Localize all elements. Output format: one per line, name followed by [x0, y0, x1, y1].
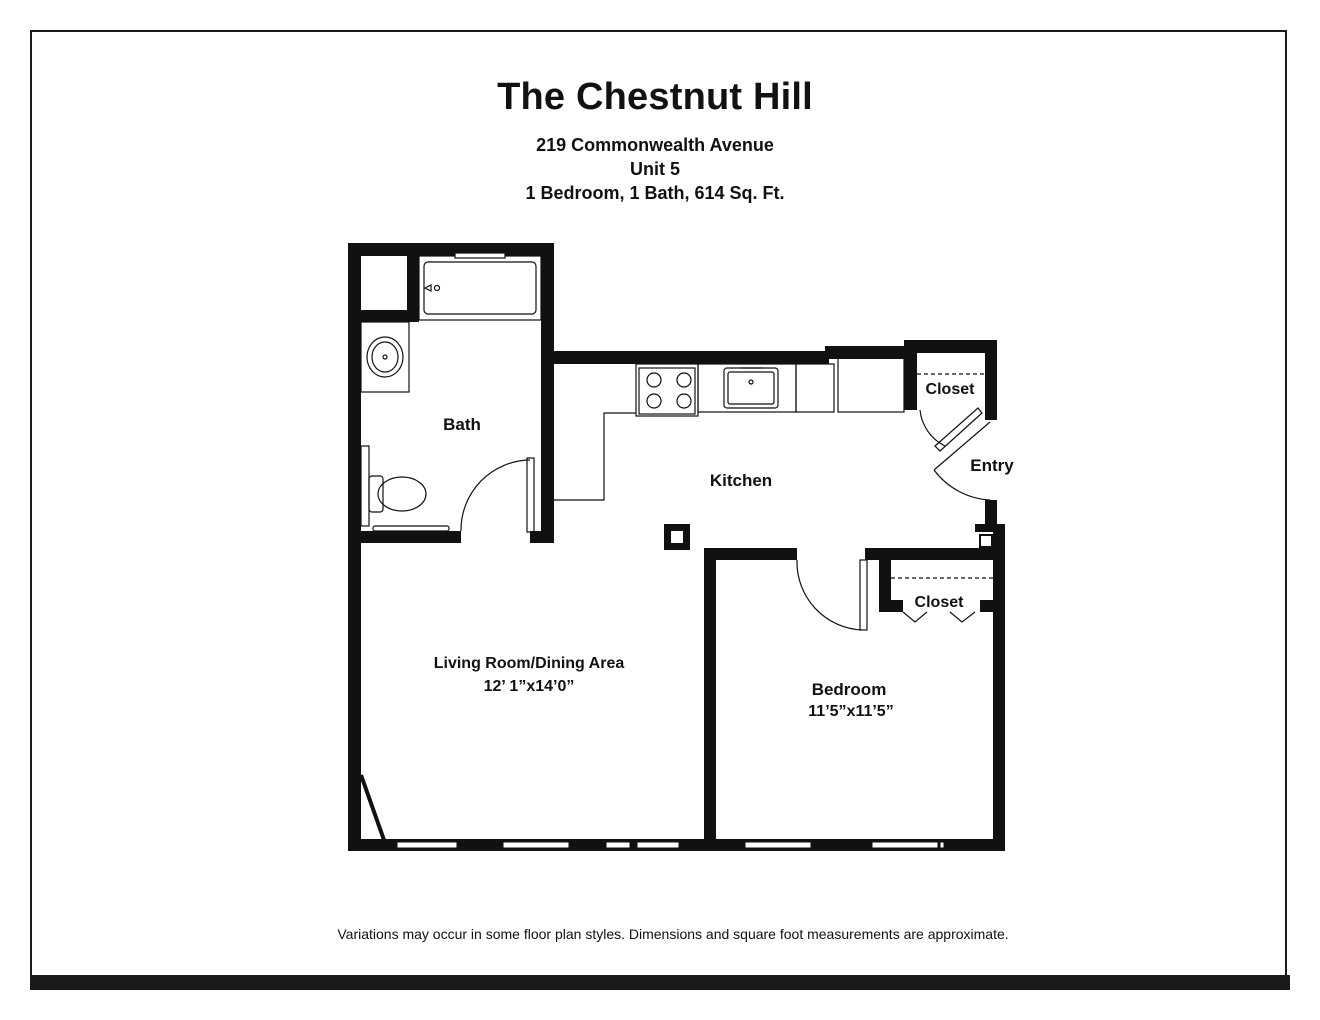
- disclaimer: Variations may occur in some floor plan …: [337, 926, 1009, 942]
- label-entry-closet: Closet: [926, 381, 976, 398]
- label-bedroom: Bedroom: [812, 680, 887, 699]
- wall-bevel: [359, 774, 386, 841]
- label-kitchen: Kitchen: [710, 471, 772, 490]
- plan-title: The Chestnut Hill: [497, 76, 813, 118]
- label-bedroom-closet: Closet: [915, 594, 965, 611]
- toilet: [360, 445, 450, 532]
- label-living-dims: 12’ 1”x14’0”: [484, 678, 575, 695]
- walls: [348, 243, 1005, 851]
- entry-door: [933, 421, 991, 501]
- bedroom-closet-doors: [891, 577, 993, 623]
- bath-sink: [360, 321, 410, 393]
- summary-line: 1 Bedroom, 1 Bath, 614 Sq. Ft.: [525, 183, 785, 203]
- entry-closet: [917, 373, 985, 452]
- windows: [396, 841, 945, 849]
- label-bedroom-dims: 11’5”x11’5”: [808, 703, 893, 720]
- bathtub: [418, 252, 542, 321]
- page-frame: [30, 30, 1287, 986]
- address-line: 219 Commonwealth Avenue: [536, 135, 774, 155]
- bottom-bar: [30, 975, 1290, 990]
- unit-line: Unit 5: [629, 159, 680, 179]
- bedroom-door: [796, 559, 868, 631]
- label-entry: Entry: [970, 456, 1014, 475]
- kitchen-counters: [554, 357, 905, 501]
- bath-door: [460, 457, 535, 533]
- label-living: Living Room/Dining Area: [434, 655, 625, 672]
- label-bath: Bath: [443, 415, 481, 434]
